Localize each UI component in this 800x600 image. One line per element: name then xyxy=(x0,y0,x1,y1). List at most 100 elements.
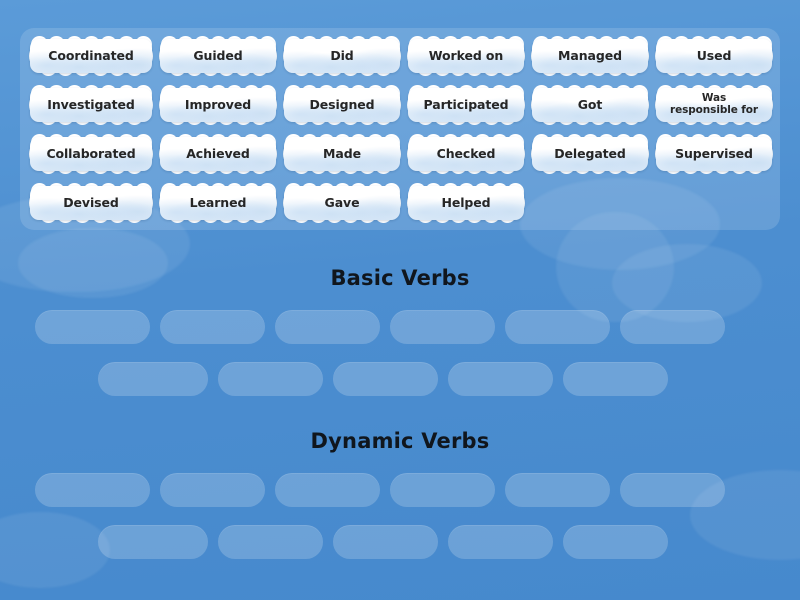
word-bank-row: Devised Learned Gave Helped xyxy=(26,183,774,223)
word-tile-label: Did xyxy=(330,48,354,63)
word-tile[interactable]: Checked xyxy=(407,134,525,174)
word-tile[interactable]: Worked on xyxy=(407,36,525,76)
word-tile[interactable]: Used xyxy=(655,36,773,76)
cloud-tile-body xyxy=(284,186,400,220)
drop-slot[interactable] xyxy=(333,525,438,559)
drop-slot[interactable] xyxy=(563,525,668,559)
drop-slot-row xyxy=(35,310,725,344)
word-bank-row: Investigated Improved Designed Participated… xyxy=(26,85,774,125)
word-tile[interactable]: Helped xyxy=(407,183,525,223)
background-cloud-icon xyxy=(0,512,110,588)
cloud-tile-body xyxy=(30,88,152,122)
word-tile[interactable]: Improved xyxy=(159,85,277,125)
category-heading: Dynamic Verbs xyxy=(310,429,490,453)
word-tile-label: Guided xyxy=(193,48,243,63)
drop-slot[interactable] xyxy=(390,310,495,344)
word-tile[interactable]: Was responsible for xyxy=(655,85,773,125)
drop-slot[interactable] xyxy=(275,310,380,344)
word-tile-label: Made xyxy=(323,146,361,161)
cloud-tile-body xyxy=(532,88,648,122)
cloud-tile-body xyxy=(532,137,648,171)
word-tile[interactable]: Delegated xyxy=(531,134,649,174)
word-tile-label: Devised xyxy=(63,195,119,210)
word-tile-label: Coordinated xyxy=(48,48,134,63)
drop-slot[interactable] xyxy=(275,473,380,507)
drop-slot[interactable] xyxy=(218,525,323,559)
word-tile-label: Helped xyxy=(441,195,491,210)
word-tile-label: Used xyxy=(696,48,732,63)
word-tile-label: Was responsible for xyxy=(670,92,758,116)
word-tile-label: Got xyxy=(577,97,603,112)
word-tile-label: Supervised xyxy=(675,146,753,161)
word-tile-label: Managed xyxy=(558,48,622,63)
word-tile[interactable]: Gave xyxy=(283,183,401,223)
word-tile-label: Delegated xyxy=(554,146,626,161)
cloud-tile-body xyxy=(408,137,524,171)
cloud-tile-body xyxy=(160,88,276,122)
word-tile[interactable]: Coordinated xyxy=(29,36,153,76)
drop-slot[interactable] xyxy=(218,362,323,396)
drop-slot-row xyxy=(98,362,668,396)
word-tile-label: Collaborated xyxy=(46,146,136,161)
drop-slot[interactable] xyxy=(35,473,150,507)
drop-slot-row xyxy=(98,525,668,559)
word-tile-label: Gave xyxy=(324,195,360,210)
cloud-tile-body xyxy=(656,137,772,171)
word-bank-row: Coordinated Guided Did Worked on Managed Used xyxy=(26,36,774,76)
cloud-tile-body xyxy=(160,137,276,171)
word-tile-label: Checked xyxy=(436,146,496,161)
drop-slot[interactable] xyxy=(160,473,265,507)
drop-slot[interactable] xyxy=(448,525,553,559)
word-bank-row: Collaborated Achieved Made Checked Delegated… xyxy=(26,134,774,174)
word-tile[interactable]: Managed xyxy=(531,36,649,76)
cloud-tile-body xyxy=(656,88,772,122)
cloud-tile-body xyxy=(30,39,152,73)
drop-slot[interactable] xyxy=(563,362,668,396)
word-tile[interactable]: Designed xyxy=(283,85,401,125)
word-tile[interactable]: Devised xyxy=(29,183,153,223)
drop-slot[interactable] xyxy=(160,310,265,344)
cloud-tile-body xyxy=(30,186,152,220)
word-tile-label: Improved xyxy=(184,97,252,112)
word-tile-label: Worked on xyxy=(428,48,504,63)
word-bank-panel: Coordinated Guided Did Worked on Managed Used… xyxy=(20,28,780,230)
drop-slot[interactable] xyxy=(620,310,725,344)
word-tile[interactable]: Did xyxy=(283,36,401,76)
cloud-tile-body xyxy=(284,39,400,73)
word-tile-label: Investigated xyxy=(47,97,135,112)
cloud-tile-body xyxy=(160,39,276,73)
cloud-tile-body xyxy=(408,39,524,73)
drop-slot[interactable] xyxy=(35,310,150,344)
cloud-tile-body xyxy=(408,88,524,122)
word-tile[interactable]: Investigated xyxy=(29,85,153,125)
drop-slot[interactable] xyxy=(98,362,208,396)
drop-slot[interactable] xyxy=(620,473,725,507)
word-tile[interactable]: Achieved xyxy=(159,134,277,174)
category-heading: Basic Verbs xyxy=(330,266,470,290)
drop-slot[interactable] xyxy=(448,362,553,396)
word-tile-label: Participated xyxy=(423,97,509,112)
word-tile-label: Designed xyxy=(309,97,375,112)
cloud-tile-body xyxy=(284,137,400,171)
cloud-tile-body xyxy=(284,88,400,122)
drop-slot[interactable] xyxy=(98,525,208,559)
word-tile[interactable]: Participated xyxy=(407,85,525,125)
cloud-tile-body xyxy=(30,137,152,171)
word-tile-label: Learned xyxy=(189,195,247,210)
drop-slot[interactable] xyxy=(333,362,438,396)
drop-slot[interactable] xyxy=(505,310,610,344)
word-tile[interactable]: Supervised xyxy=(655,134,773,174)
drop-slot[interactable] xyxy=(505,473,610,507)
word-tile[interactable]: Collaborated xyxy=(29,134,153,174)
word-tile[interactable]: Got xyxy=(531,85,649,125)
word-tile[interactable]: Guided xyxy=(159,36,277,76)
drop-slot[interactable] xyxy=(390,473,495,507)
cloud-tile-body xyxy=(160,186,276,220)
cloud-tile-body xyxy=(656,39,772,73)
cloud-tile-body xyxy=(408,186,524,220)
cloud-tile-body xyxy=(532,39,648,73)
drop-slot-row xyxy=(35,473,725,507)
word-tile[interactable]: Learned xyxy=(159,183,277,223)
word-tile[interactable]: Made xyxy=(283,134,401,174)
